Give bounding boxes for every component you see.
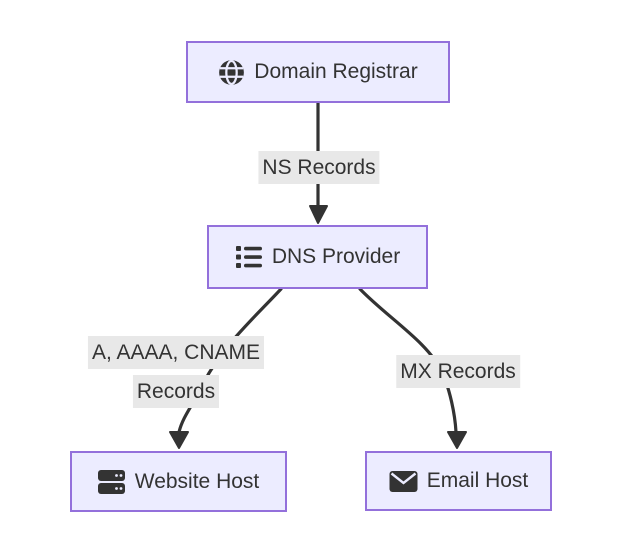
server-icon <box>97 469 126 495</box>
list-icon <box>235 244 263 270</box>
node-label: DNS Provider <box>271 245 401 268</box>
globe-icon <box>218 59 245 86</box>
node-website-host: Website Host <box>70 451 287 512</box>
edge-label-ns-records: NS Records <box>258 151 380 190</box>
arrowhead-to-email <box>447 431 467 449</box>
node-label: Website Host <box>134 469 260 493</box>
edge-label-mx-records: MX Records <box>396 355 520 394</box>
node-dns-provider: DNS Provider <box>207 225 428 289</box>
envelope-icon <box>389 470 418 493</box>
edge-label-a-aaaa-cname-records: A, AAAA, CNAME Records <box>87 336 265 414</box>
node-domain-registrar: Domain Registrar <box>186 41 450 103</box>
node-label: Email Host <box>426 469 529 492</box>
edge-label-text: NS Records <box>258 151 380 184</box>
arrowhead-to-dns <box>309 205 328 224</box>
edge-label-text-line1: A, AAAA, CNAME <box>87 336 265 369</box>
edge-label-text-line2: Records <box>132 375 220 408</box>
node-label: Domain Registrar <box>254 60 418 83</box>
edge-label-text: MX Records <box>396 355 520 388</box>
node-email-host: Email Host <box>365 451 552 511</box>
arrowhead-to-website <box>169 431 189 449</box>
